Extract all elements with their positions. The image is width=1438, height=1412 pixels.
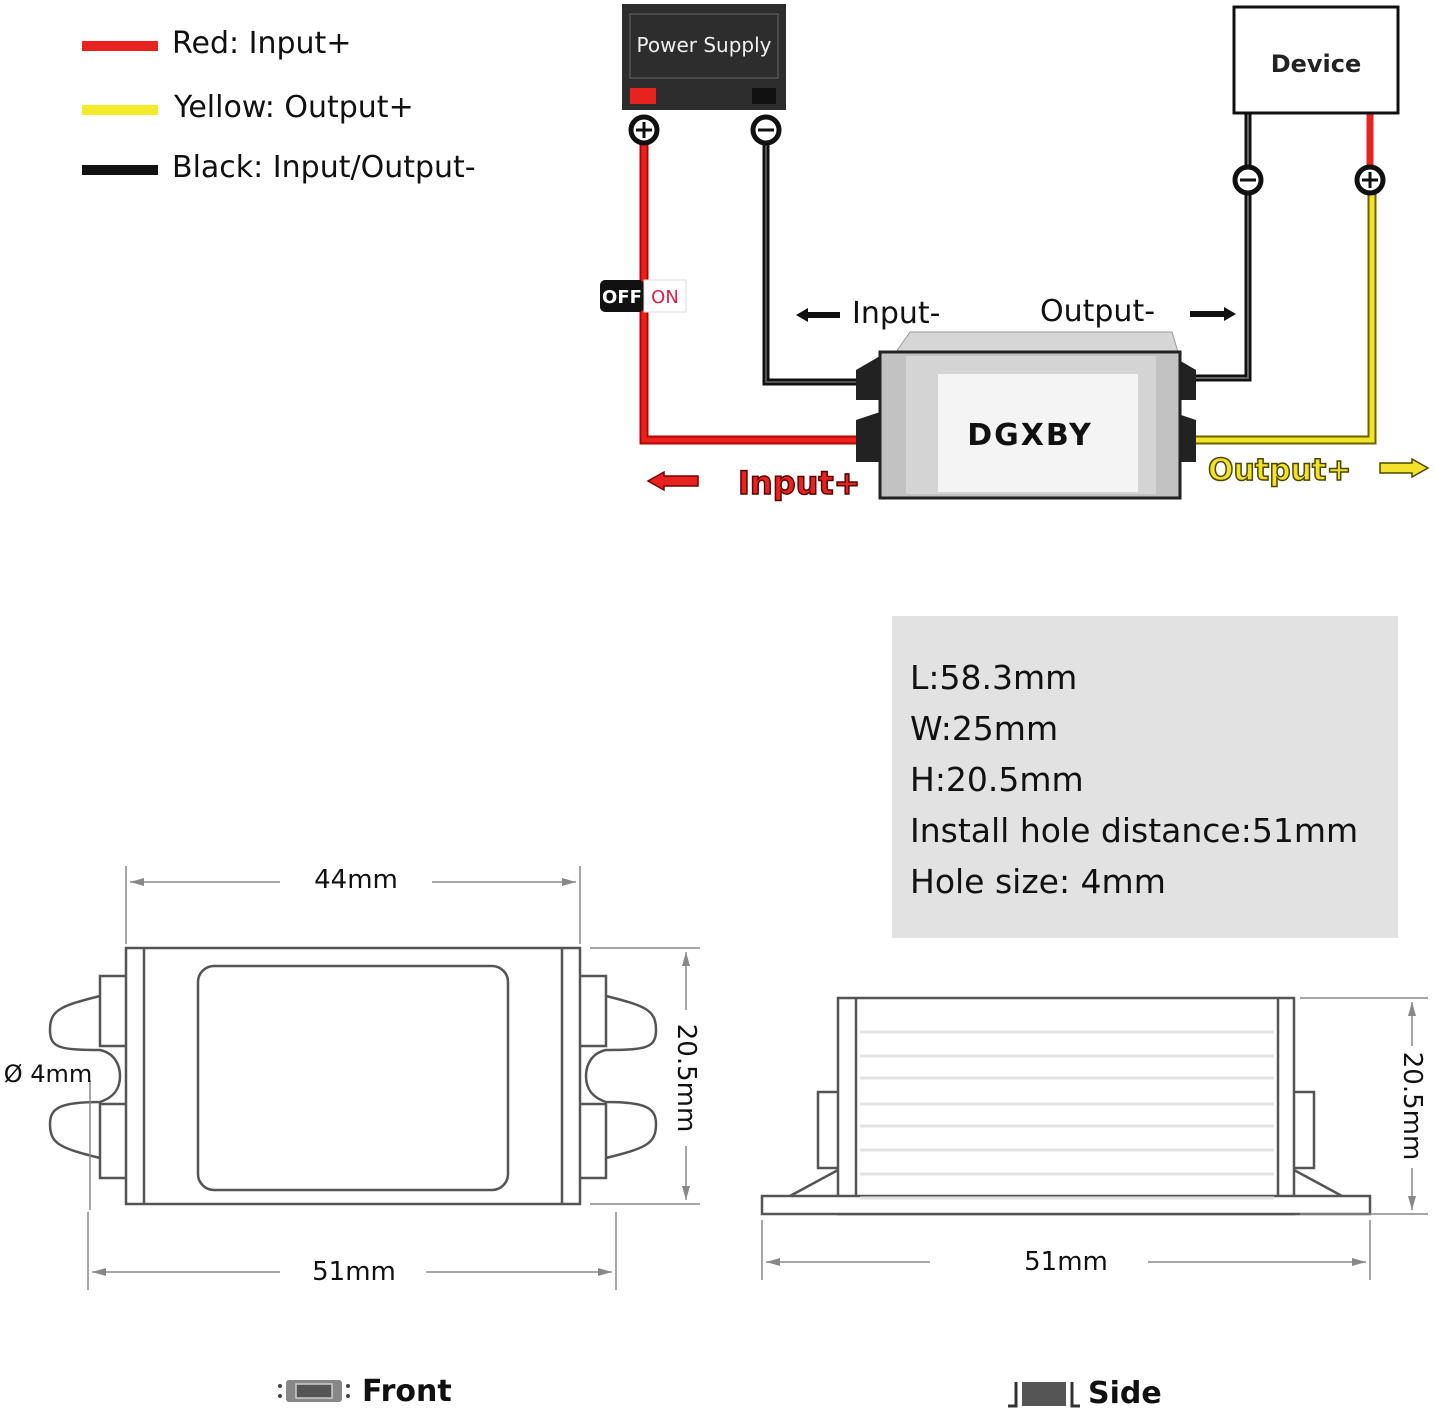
legend-red-label: Red: Input+ [172,26,352,61]
right-arrow-icon [1379,457,1430,479]
spec-height: H:20.5mm [910,760,1084,799]
brand-label: DGXBY [967,418,1093,453]
yellow-output-wire [1190,180,1375,443]
legend-yellow-label: Yellow: Output+ [174,90,414,125]
front-side-dimension: 20.5mm [671,1024,701,1133]
side-caption: Side [1088,1376,1162,1411]
side-side-dimension: 20.5mm [1397,1052,1427,1161]
device: Device [1232,5,1400,115]
spec-hole-size: Hole size: 4mm [910,862,1166,901]
front-view-icon [278,1380,350,1402]
left-arrow-icon [796,308,840,322]
minus-icon [750,114,782,146]
input-plus-label: Input+ [738,464,860,502]
wiring-diagram: Power Supply Device OFF ON [600,4,1430,503]
output-plus-label: Output+ [1208,453,1352,488]
side-bottom-dimension: 51mm [1024,1247,1108,1277]
on-off-switch[interactable]: OFF ON [600,279,687,313]
side-view-drawing [760,996,1372,1216]
positive-terminal [630,88,656,104]
legend-black-label: Black: Input/Output- [172,150,476,185]
red-input-wire [641,130,862,443]
legend-black-swatch [82,165,158,175]
plus-icon [628,114,660,146]
power-supply-label: Power Supply [637,33,772,57]
converter-module: DGXBY [856,331,1196,500]
plus-icon [1354,164,1386,196]
device-label: Device [1271,50,1362,78]
switch-on-label: ON [651,287,679,308]
specifications-panel: L:58.3mm W:25mm H:20.5mm Install hole di… [892,616,1398,938]
spec-width: W:25mm [910,709,1059,748]
spec-length: L:58.3mm [910,658,1078,697]
side-view-icon [1008,1382,1080,1408]
minus-icon [1232,164,1264,196]
right-arrow-icon [1190,307,1236,321]
left-arrow-icon [646,470,699,492]
legend-yellow-swatch [82,105,158,115]
front-top-dimension: 44mm [314,865,398,895]
black-output-wire [1190,114,1252,382]
switch-off-label: OFF [602,287,642,308]
spec-hole-distance: Install hole distance:51mm [910,811,1359,850]
front-bottom-dimension: 51mm [312,1257,396,1287]
hole-size-label: Ø 4mm [4,1060,93,1088]
legend-red-swatch [82,41,158,51]
front-caption: Front [362,1374,452,1409]
power-supply: Power Supply [622,4,786,110]
input-minus-label: Input- [852,296,941,331]
black-input-wire [762,130,862,386]
front-view-drawing [48,946,658,1206]
output-minus-label: Output- [1040,294,1155,329]
negative-terminal [752,88,776,104]
